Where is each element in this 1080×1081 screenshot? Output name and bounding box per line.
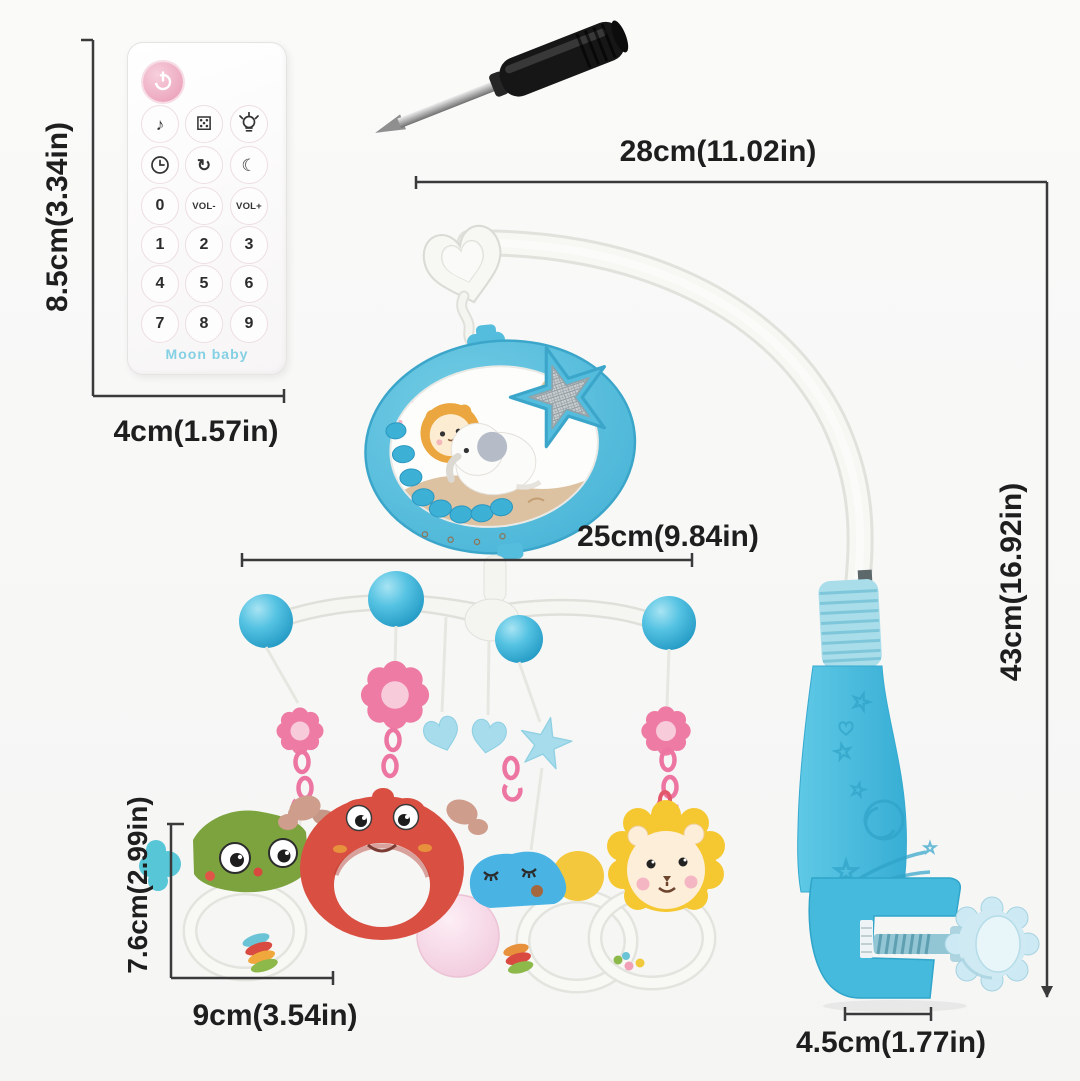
blue-hearts-and-star — [420, 710, 578, 773]
owl-rattle — [139, 799, 338, 982]
key-4: 4 — [141, 265, 179, 303]
dim-label-remote-width: 4cm(1.57in) — [113, 415, 279, 448]
ribbed-connector — [818, 579, 882, 669]
dim-label-mobile-width: 25cm(9.84in) — [577, 520, 759, 553]
dim-line-remote-height — [81, 38, 95, 396]
dim-label-stand-height: 43cm(16.92in) — [995, 482, 1028, 682]
music-box — [364, 324, 637, 561]
remote-control: ♪ ⚄ ↻ ☾ 0 VOL- VOL+ 1 2 3 4 5 6 7 8 9 Mo… — [127, 42, 287, 375]
brand-label: Moon baby — [165, 346, 249, 362]
dim-label-arm-span: 28cm(11.02in) — [619, 135, 817, 168]
dim-line-rattle-width — [171, 971, 335, 985]
repeat-button: ↻ — [185, 146, 223, 184]
key-1: 1 — [141, 226, 179, 264]
dim-line-mobile-width — [240, 553, 694, 567]
key-0: 0 — [141, 187, 179, 225]
stand-arm — [797, 569, 1040, 1012]
white-arc-arm — [456, 229, 874, 594]
dim-line-arm-span — [414, 176, 1047, 189]
mobile-balls — [239, 571, 696, 663]
light-bulb-icon — [239, 112, 259, 132]
dim-label-rattle-width: 9cm(3.54in) — [192, 999, 358, 1032]
volume-down-button: VOL- — [185, 187, 223, 225]
clamp-knob — [944, 896, 1040, 992]
star-dice-button: ⚄ — [185, 105, 223, 143]
volume-up-button: VOL+ — [230, 187, 268, 225]
dimension-lines — [81, 38, 1053, 1021]
music-note-icon: ♪ — [155, 114, 165, 134]
music-box-buttons — [385, 422, 513, 524]
power-icon — [154, 71, 172, 91]
screwdriver — [375, 20, 629, 133]
whale-rattle — [469, 851, 639, 994]
key-7: 7 — [141, 305, 179, 343]
dim-label-remote-height: 8.5cm(3.34in) — [41, 121, 74, 313]
heart-hanger — [417, 219, 514, 351]
light-button — [230, 105, 268, 143]
key-6: 6 — [230, 265, 268, 303]
key-9: 9 — [230, 305, 268, 343]
key-3: 3 — [230, 226, 268, 264]
music-button: ♪ — [141, 105, 179, 143]
mobile-cross-arms — [259, 555, 675, 649]
key-8: 8 — [185, 305, 223, 343]
dim-line-stand-arrow — [1041, 986, 1053, 998]
timer-button — [141, 146, 179, 184]
timer-icon — [151, 156, 169, 174]
key-2: 2 — [185, 226, 223, 264]
dim-line-rattle-height — [167, 822, 184, 978]
clamp — [808, 877, 1040, 999]
sleep-moon-icon: ☾ — [241, 155, 257, 175]
dim-line-remote-width — [93, 389, 286, 403]
dim-label-rattle-height: 7.6cm(2.99in) — [122, 796, 153, 974]
crab-rattle — [278, 788, 488, 940]
dim-label-clamp-width: 4.5cm(1.77in) — [795, 1026, 987, 1059]
dim-line-clamp-width — [843, 1007, 933, 1021]
star-dice-icon: ⚄ — [195, 113, 213, 135]
key-5: 5 — [185, 265, 223, 303]
lion-rattle — [587, 790, 725, 991]
sleep-button: ☾ — [230, 146, 268, 184]
repeat-icon: ↻ — [196, 155, 212, 175]
power-button — [143, 62, 183, 102]
